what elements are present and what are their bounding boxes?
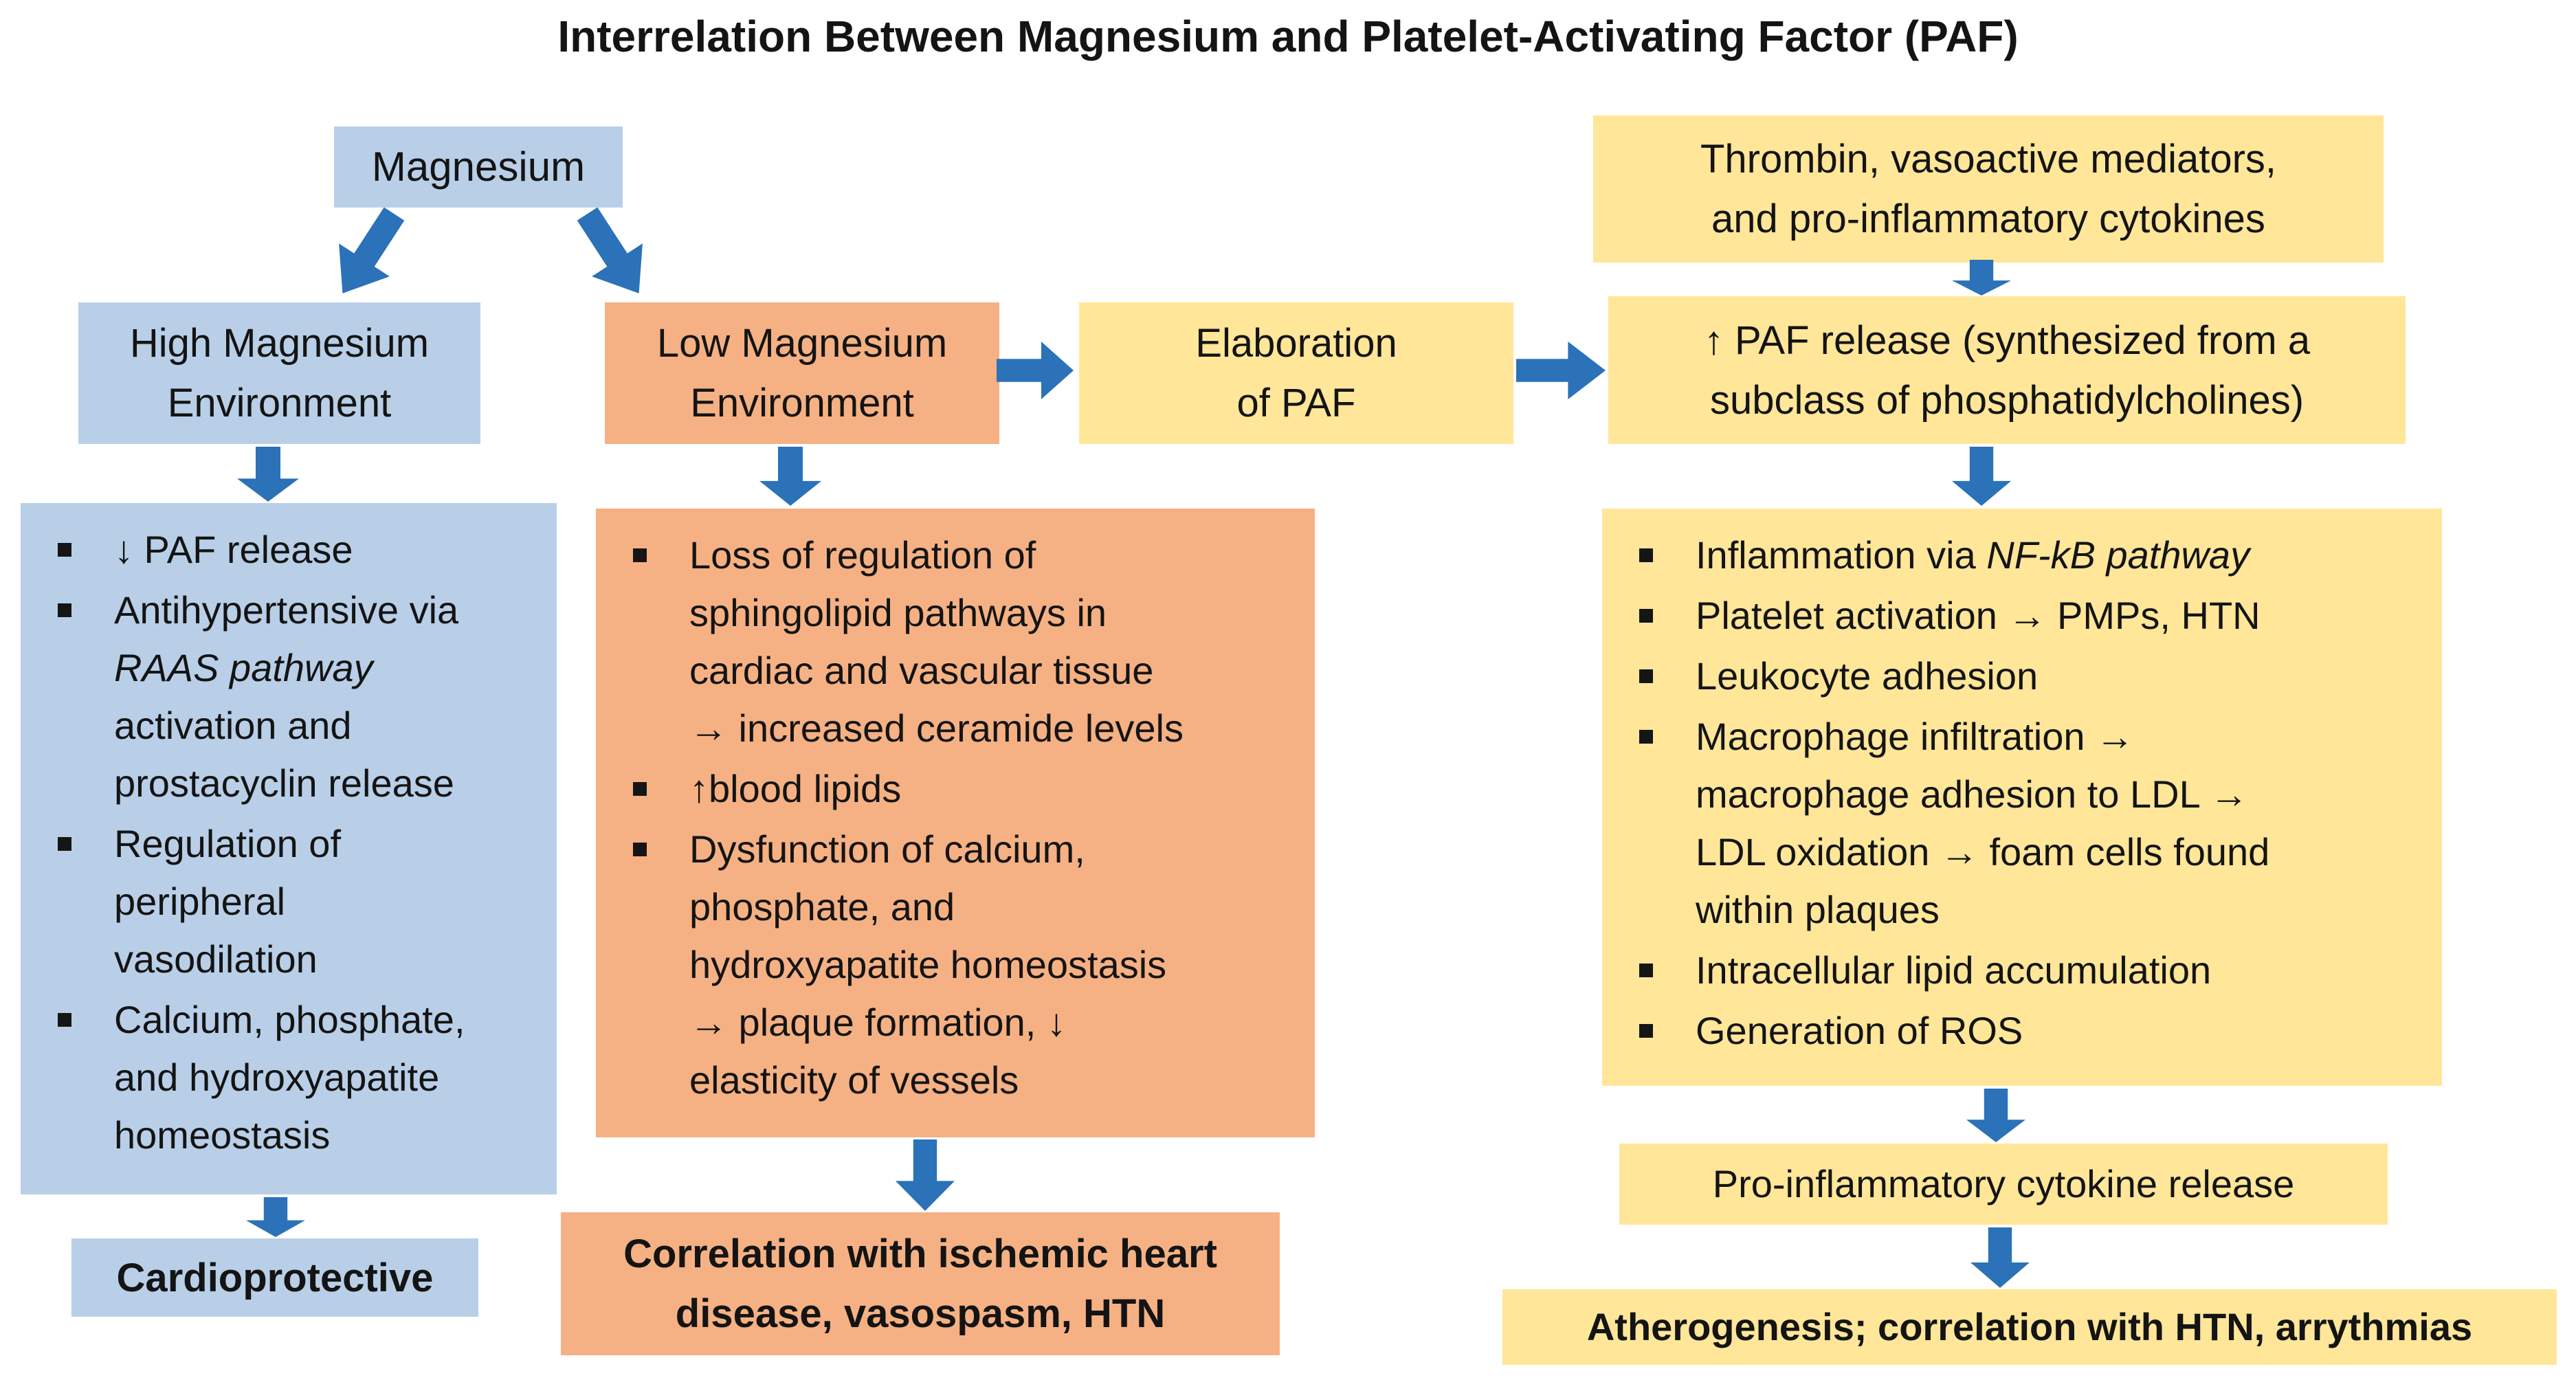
arrow-down-icon (896, 1139, 955, 1211)
node-atherogenesis-label: Atherogenesis; correlation with HTN, arr… (1586, 1305, 2473, 1348)
node-thrombin-mediators: Thrombin, vasoactive mediators, and pro-… (1593, 115, 2384, 263)
node-paf-release-label: ↑ PAF release (synthesized from a subcla… (1703, 318, 2311, 423)
arrow-down-icon (759, 447, 821, 506)
arrow-down-icon (1970, 1227, 2030, 1288)
node-paf-release: ↑ PAF release (synthesized from a subcla… (1608, 296, 2406, 444)
node-elaboration-of-paf: Elaboration of PAF (1079, 302, 1513, 444)
bullet-square-icon (58, 543, 71, 557)
node-low-magnesium-environment: Low Magnesium Environment (605, 302, 999, 444)
list-item-text: ↓ PAF release (114, 528, 353, 571)
list-item: Inflammation via NF-kB pathway (1623, 526, 2425, 584)
bullet-square-icon (1639, 964, 1653, 977)
list-item-text: Antihypertensive via RAAS pathway activa… (114, 588, 459, 805)
arrow-down-icon (1952, 447, 2011, 506)
list-low-magnesium-effects: Loss of regulation of sphingolipid pathw… (596, 509, 1315, 1137)
bullet-square-icon (633, 782, 647, 796)
list-item-text: Regulation of peripheral vasodilation (114, 822, 342, 981)
node-high-magnesium-environment: High Magnesium Environment (78, 302, 480, 444)
node-cytokine-release-label: Pro-inflammatory cytokine release (1712, 1162, 2295, 1205)
list-item: Generation of ROS (1623, 1002, 2425, 1060)
node-magnesium: Magnesium (334, 126, 623, 208)
list-item-text: Intracellular lipid accumulation (1696, 948, 2212, 992)
list-item: Macrophage infiltration → macrophage adh… (1623, 708, 2425, 939)
list-item-text: Generation of ROS (1696, 1009, 2023, 1052)
arrow-right-icon (1516, 342, 1606, 399)
list-item: Dysfunction of calcium, phosphate, and h… (617, 821, 1298, 1109)
list-item: Leukocyte adhesion (1623, 647, 2425, 705)
list-item: Platelet activation → PMPs, HTN (1623, 587, 2425, 645)
list-item: ↓ PAF release (41, 521, 540, 579)
high-effects-list: ↓ PAF release Antihypertensive via RAAS … (41, 521, 540, 1164)
node-ischemic-correlation-label: Correlation with ischemic heart disease,… (623, 1232, 1217, 1336)
bullet-square-icon (58, 603, 71, 617)
list-paf-effects: Inflammation via NF-kB pathway Platelet … (1602, 509, 2442, 1086)
bullet-square-icon (58, 1013, 71, 1027)
bullet-square-icon (58, 837, 71, 851)
node-thrombin-mediators-label: Thrombin, vasoactive mediators, and pro-… (1700, 137, 2277, 241)
list-item: Calcium, phosphate, and hydroxyapatite h… (41, 991, 540, 1164)
diagram-title: Interrelation Between Magnesium and Plat… (557, 12, 2019, 61)
bullet-square-icon (633, 843, 647, 856)
list-item: Antihypertensive via RAAS pathway activa… (41, 581, 540, 812)
paf-effects-list: Inflammation via NF-kB pathway Platelet … (1623, 526, 2425, 1060)
list-item-text: Dysfunction of calcium, phosphate, and h… (689, 827, 1167, 1102)
node-cardioprotective-label: Cardioprotective (116, 1255, 434, 1300)
bullet-square-icon (633, 548, 647, 562)
bullet-square-icon (1639, 730, 1653, 744)
list-item: Intracellular lipid accumulation (1623, 942, 2425, 999)
list-item-text: Calcium, phosphate, and hydroxyapatite h… (114, 998, 465, 1157)
node-ischemic-correlation: Correlation with ischemic heart disease,… (561, 1212, 1280, 1355)
node-low-magnesium-environment-label: Low Magnesium Environment (656, 321, 948, 425)
list-high-magnesium-effects: ↓ PAF release Antihypertensive via RAAS … (21, 503, 557, 1194)
list-item: Regulation of peripheral vasodilation (41, 815, 540, 988)
arrow-down-icon (1966, 1089, 2025, 1142)
node-atherogenesis: Atherogenesis; correlation with HTN, arr… (1502, 1289, 2557, 1365)
list-item: ↑blood lipids (617, 760, 1298, 818)
low-effects-list: Loss of regulation of sphingolipid pathw… (617, 526, 1298, 1109)
list-item-text: ↑blood lipids (689, 767, 902, 810)
list-item-text: Macrophage infiltration → macrophage adh… (1696, 715, 2270, 931)
node-cardioprotective: Cardioprotective (71, 1238, 478, 1317)
node-cytokine-release: Pro-inflammatory cytokine release (1619, 1144, 2388, 1225)
list-item-text: Inflammation via NF-kB pathway (1696, 533, 2250, 577)
arrow-down-left-icon (339, 207, 405, 293)
node-magnesium-label: Magnesium (371, 144, 586, 190)
arrow-right-icon (997, 342, 1074, 399)
bullet-square-icon (1639, 548, 1653, 562)
bullet-square-icon (1639, 1024, 1653, 1038)
arrow-down-right-icon (577, 207, 643, 293)
node-elaboration-of-paf-label: Elaboration of PAF (1195, 321, 1397, 425)
list-item: Loss of regulation of sphingolipid pathw… (617, 526, 1298, 757)
bullet-square-icon (1639, 669, 1653, 683)
list-item-text: Leukocyte adhesion (1696, 654, 2039, 698)
arrow-down-icon (246, 1197, 305, 1237)
arrow-down-icon (1952, 260, 2011, 296)
list-item-text: Loss of regulation of sphingolipid pathw… (689, 533, 1184, 750)
node-high-magnesium-environment-label: High Magnesium Environment (129, 321, 430, 425)
list-item-text: Platelet activation → PMPs, HTN (1696, 594, 2261, 637)
arrow-down-icon (237, 447, 299, 502)
bullet-square-icon (1639, 609, 1653, 623)
